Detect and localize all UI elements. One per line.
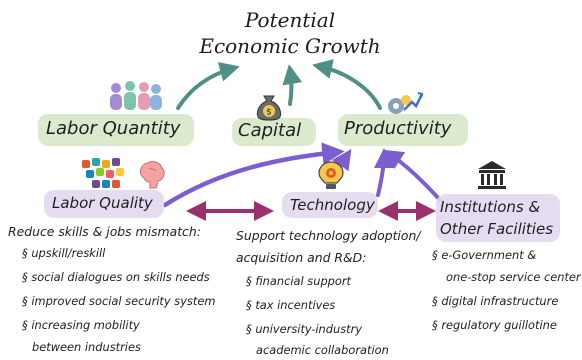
labor-quality-heading: Reduce skills & jobs mismatch: — [8, 224, 201, 239]
node-capital: Capital — [238, 120, 302, 141]
people-icon — [110, 81, 162, 110]
technology-highlight — [282, 192, 378, 218]
arrow-labor-quantity-to-growth — [176, 62, 240, 110]
technology-item: § financial support — [246, 274, 352, 288]
node-labor-quality: Labor Quality — [52, 194, 153, 212]
arrow-tech-to-productivity-b — [373, 148, 394, 197]
app-icons-icon — [82, 158, 124, 188]
labor-quality-item: between industries — [32, 340, 141, 354]
labor-quality-item: § increasing mobility — [22, 318, 140, 332]
technology-item: § tax incentives — [246, 298, 336, 312]
labor-quality-item: § upskill/reskill — [22, 246, 106, 260]
institutions-item: § digital infrastructure — [432, 294, 559, 308]
node-labor-quantity: Labor Quantity — [46, 118, 181, 139]
capital-highlight — [232, 118, 316, 146]
institutions-highlight — [436, 194, 560, 242]
labor-quality-highlight — [44, 190, 164, 218]
diagram-title-line1: Potential — [244, 8, 336, 32]
brain-icon — [140, 161, 165, 189]
technology-heading-line2: acquisition and R&D: — [236, 250, 367, 265]
institutions-item: one-stop service center — [446, 270, 581, 284]
institutions-item: § regulatory guillotine — [432, 318, 557, 332]
government-building-icon — [478, 161, 506, 189]
svg-text:$: $ — [266, 108, 272, 118]
node-institutions-line2: Other Facilities — [440, 220, 554, 238]
labor-quality-item: § improved social security system — [22, 294, 216, 308]
labor-quality-item: § social dialogues on skills needs — [22, 270, 210, 284]
gears-chart-icon — [388, 92, 424, 114]
lightbulb-gear-icon — [318, 161, 344, 189]
technology-item: academic collaboration — [256, 343, 389, 357]
technology-item: § university-industry — [246, 322, 363, 336]
node-institutions-line1: Institutions & — [440, 198, 541, 216]
technology-heading-line1: Support technology adoption/ — [236, 228, 421, 243]
node-technology: Technology — [290, 196, 375, 214]
arrow-capital-to-growth — [282, 64, 303, 106]
money-bag-icon: $ — [256, 95, 282, 121]
node-productivity: Productivity — [344, 118, 452, 139]
labor-quantity-highlight — [38, 114, 194, 146]
diagram-title-line2: Economic Growth — [199, 34, 381, 58]
arrow-productivity-to-growth — [312, 59, 382, 110]
arrow-institutions-to-productivity-a — [382, 149, 442, 202]
arrow-labor-quality-to-productivity — [162, 142, 345, 208]
productivity-highlight — [338, 114, 468, 146]
institutions-item: § e-Government & — [432, 248, 537, 262]
